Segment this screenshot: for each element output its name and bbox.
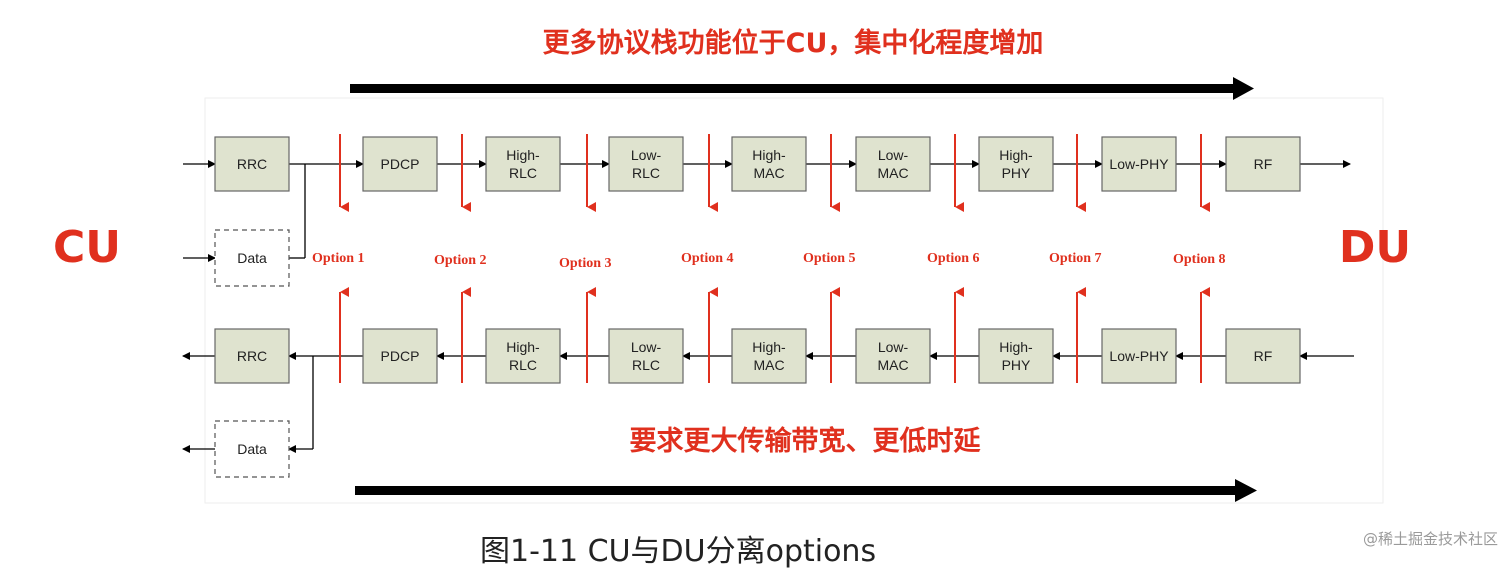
top-pdcp-block-label: PDCP	[381, 156, 420, 172]
top-high-mac-block-box	[731, 136, 807, 192]
top-high-rlc-block-label: High-	[506, 147, 540, 163]
bottom-low-rlc-block-label: RLC	[632, 357, 660, 373]
option-3-label: Option 3	[559, 256, 612, 271]
top-low-phy-block: Low-PHY	[1101, 136, 1177, 192]
bottom-rf-block: RF	[1225, 328, 1301, 384]
top-high-rlc-block: High- RLC	[485, 136, 561, 192]
bottom-low-rlc-block-label: Low-	[631, 339, 662, 355]
bottom-data-block: Data	[214, 420, 290, 478]
bottom-low-mac-block-label: Low-	[878, 339, 909, 355]
option-7-label: Option 7	[1049, 251, 1102, 266]
top-low-rlc-block-label: Low-	[631, 147, 662, 163]
bottom-low-rlc-block: Low- RLC	[608, 328, 684, 384]
bottom-high-phy-block: High- PHY	[978, 328, 1054, 384]
bottom-data-block-box	[214, 420, 290, 478]
top-high-phy-block-label: PHY	[1002, 165, 1031, 181]
top-high-mac-block: High- MAC	[731, 136, 807, 192]
bottom-low-phy-block: Low-PHY	[1101, 328, 1177, 384]
bottom-rf-block-label: RF	[1254, 348, 1273, 364]
top-high-rlc-block-box	[485, 136, 561, 192]
option-2-label: Option 2	[434, 253, 487, 268]
top-low-rlc-block: Low- RLC	[608, 136, 684, 192]
top-rf-block: RF	[1225, 136, 1301, 192]
top-low-rlc-block-box	[608, 136, 684, 192]
protocol-blocks: RRCDataPDCPHigh-RLCLow-RLCHigh-MACLow-MA…	[214, 136, 1301, 478]
watermark: @稀土掘金技术社区	[1362, 530, 1498, 548]
bottom-note: 要求更大传输带宽、更低时延	[630, 425, 982, 457]
bottom-low-rlc-block-box	[608, 328, 684, 384]
top-low-mac-block-label: MAC	[877, 165, 908, 181]
top-high-phy-block: High- PHY	[978, 136, 1054, 192]
bottom-high-mac-block-label: MAC	[753, 357, 784, 373]
bottom-low-phy-block-label: Low-PHY	[1109, 348, 1169, 364]
cu-label: CU	[53, 222, 121, 273]
bottom-high-phy-block-label: High-	[999, 339, 1033, 355]
bottom-high-mac-block-label: High-	[752, 339, 786, 355]
bottom-high-rlc-block-label: RLC	[509, 357, 537, 373]
top-low-phy-block-label: Low-PHY	[1109, 156, 1169, 172]
top-low-mac-block: Low- MAC	[855, 136, 931, 192]
top-high-mac-block-label: High-	[752, 147, 786, 163]
bottom-data-block-label: Data	[237, 441, 267, 457]
option-4-label: Option 4	[681, 251, 734, 266]
bottom-rf-block-box	[1225, 328, 1301, 384]
top-low-mac-block-label: Low-	[878, 147, 909, 163]
bottom-rrc-block-label: RRC	[237, 348, 267, 364]
bottom-low-mac-block-label: MAC	[877, 357, 908, 373]
top-data-block-label: Data	[237, 250, 267, 266]
top-pdcp-block-box	[362, 136, 438, 192]
split-options: Option 1 Option 2 Option 3 Option 4 Option 5…	[312, 134, 1226, 383]
top-rf-block-label: RF	[1254, 156, 1273, 172]
du-label: DU	[1339, 222, 1411, 273]
figure-caption: 图1-11 CU与DU分离options	[480, 534, 877, 569]
bottom-low-phy-block-box	[1101, 328, 1177, 384]
top-note: 更多协议栈功能位于CU，集中化程度增加	[543, 27, 1044, 59]
bottom-high-phy-block-box	[978, 328, 1054, 384]
top-high-phy-block-label: High-	[999, 147, 1033, 163]
bottom-rrc-block: RRC	[214, 328, 290, 384]
option-1-label: Option 1	[312, 251, 365, 266]
top-high-mac-block-label: MAC	[753, 165, 784, 181]
bottom-high-phy-block-label: PHY	[1002, 357, 1031, 373]
top-low-rlc-block-label: RLC	[632, 165, 660, 181]
option-6-label: Option 6	[927, 251, 980, 266]
bottom-rrc-block-box	[214, 328, 290, 384]
bottom-high-rlc-block-box	[485, 328, 561, 384]
top-direction-arrow	[350, 77, 1254, 100]
bottom-high-rlc-block: High- RLC	[485, 328, 561, 384]
top-low-mac-block-box	[855, 136, 931, 192]
top-data-block: Data	[214, 229, 290, 287]
top-rrc-block: RRC	[214, 136, 290, 192]
bottom-high-mac-block-box	[731, 328, 807, 384]
top-high-rlc-block-label: RLC	[509, 165, 537, 181]
bottom-direction-arrow	[355, 479, 1257, 502]
top-rrc-block-box	[214, 136, 290, 192]
top-high-phy-block-box	[978, 136, 1054, 192]
top-data-block-box	[214, 229, 290, 287]
bottom-high-mac-block: High- MAC	[731, 328, 807, 384]
bottom-high-rlc-block-label: High-	[506, 339, 540, 355]
bottom-pdcp-block-label: PDCP	[381, 348, 420, 364]
top-rf-block-box	[1225, 136, 1301, 192]
bottom-low-mac-block: Low- MAC	[855, 328, 931, 384]
top-pdcp-block: PDCP	[362, 136, 438, 192]
bottom-pdcp-block-box	[362, 328, 438, 384]
top-rrc-block-label: RRC	[237, 156, 267, 172]
top-low-phy-block-box	[1101, 136, 1177, 192]
option-8-label: Option 8	[1173, 252, 1226, 267]
option-5-label: Option 5	[803, 251, 856, 266]
bottom-low-mac-block-box	[855, 328, 931, 384]
bottom-pdcp-block: PDCP	[362, 328, 438, 384]
